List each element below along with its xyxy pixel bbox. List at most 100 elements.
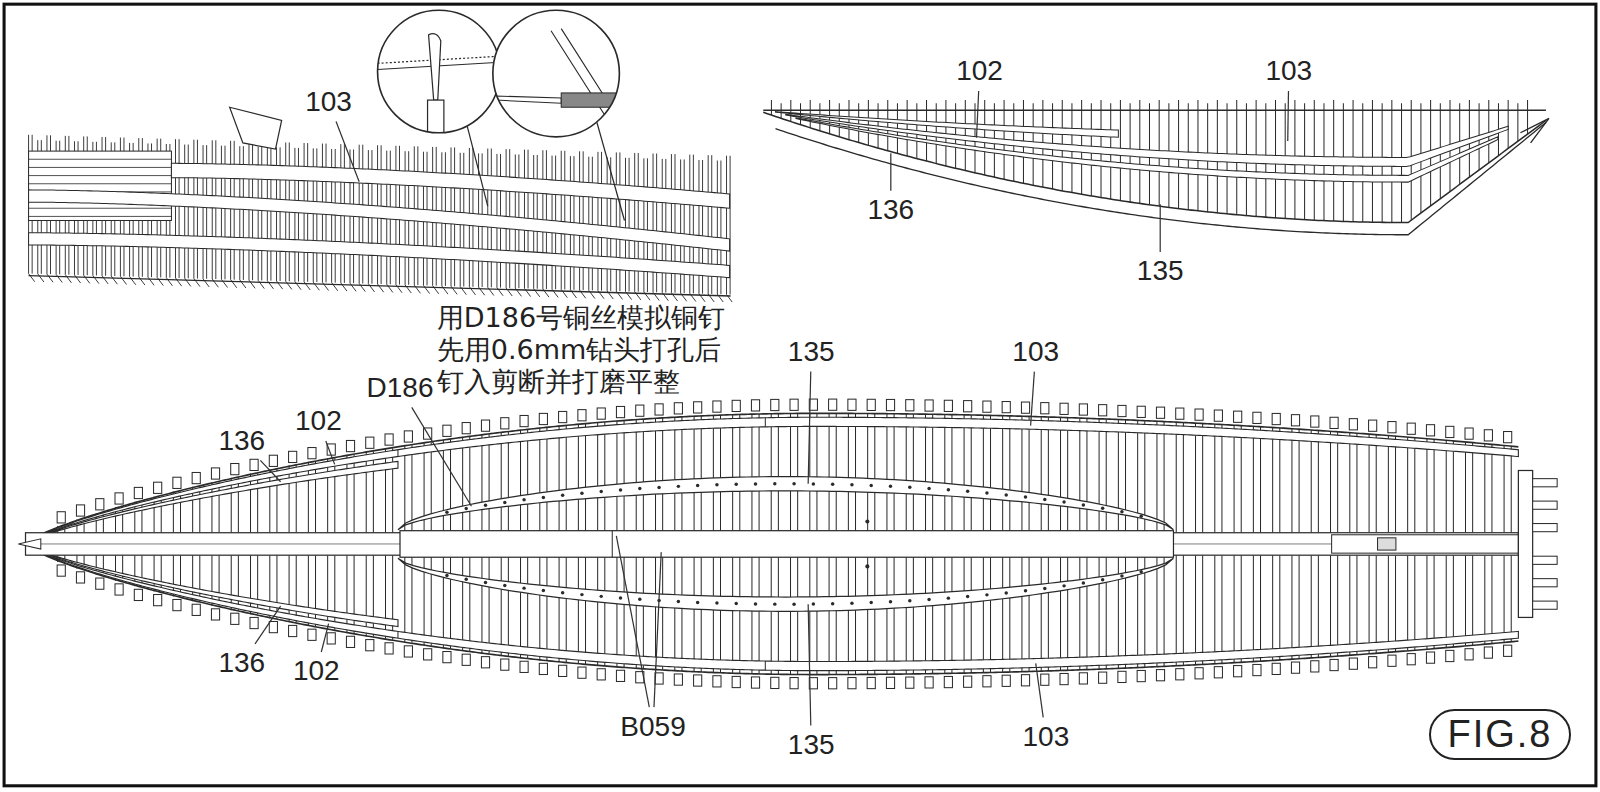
frame-head: [636, 405, 644, 416]
frame-line: [816, 555, 817, 674]
frame-line: [874, 414, 875, 533]
frame-line: [643, 419, 644, 532]
frame-line: [1446, 441, 1447, 533]
frame-line: [315, 555, 316, 626]
frame-line: [354, 455, 355, 533]
plank-line: [29, 208, 172, 209]
frame-head: [404, 431, 412, 442]
frame-line: [122, 555, 123, 581]
frame-line: [1511, 446, 1512, 533]
band-joint: [397, 450, 398, 457]
detail-cutter: [493, 10, 633, 143]
frame-head: [269, 455, 277, 466]
stem: [1520, 118, 1549, 142]
side-strake: [796, 118, 1498, 182]
frame-head: [250, 459, 258, 470]
frame-head: [597, 669, 605, 680]
frame-line: [1214, 424, 1215, 532]
frame-foot: [212, 279, 218, 287]
frame-head: [867, 399, 875, 410]
callout-number: 136: [865, 195, 916, 226]
frame-line: [1164, 421, 1165, 532]
frame-foot: [84, 275, 90, 283]
copper-nail: [792, 602, 795, 605]
frame-head: [1446, 426, 1454, 437]
frame-line: [1453, 555, 1454, 647]
copper-nail: [677, 600, 680, 603]
figure-label-box: FIG.8: [1429, 709, 1572, 760]
frame-line: [450, 439, 451, 532]
transom-timber: [1533, 524, 1557, 532]
copper-nail: [522, 498, 525, 501]
frame-line: [867, 555, 868, 674]
frame-head: [1214, 410, 1222, 421]
frame-line: [829, 555, 830, 674]
frame-line: [1311, 555, 1312, 658]
frame-line: [1395, 436, 1396, 533]
frame-head: [115, 493, 123, 504]
copper-nail: [464, 578, 467, 581]
frame-line: [450, 555, 451, 648]
frame-line: [1446, 555, 1447, 647]
frame-head: [694, 402, 702, 413]
frame-head: [578, 410, 586, 421]
frame-line: [559, 555, 560, 662]
frame-head: [1484, 430, 1492, 441]
frame-head: [96, 499, 104, 510]
frame-line: [327, 555, 328, 630]
frame-line: [681, 555, 682, 671]
leader-line: [255, 606, 281, 644]
frame-line: [1086, 555, 1087, 670]
frame-head: [481, 657, 489, 668]
copper-nail: [985, 593, 988, 596]
frame-line: [1086, 418, 1087, 533]
frame-line: [1356, 433, 1357, 533]
frame-foot: [111, 276, 117, 284]
frame-line: [1465, 555, 1466, 645]
frame-head: [1214, 667, 1222, 678]
frame-line: [1272, 428, 1273, 533]
frame-line: [720, 415, 721, 532]
clamp-band: [36, 417, 1519, 537]
frame-line: [1106, 555, 1107, 669]
frame-line: [161, 555, 162, 591]
frame-line: [913, 555, 914, 674]
frame-line: [334, 555, 335, 630]
frame-line: [520, 555, 521, 658]
frame-line: [141, 555, 142, 586]
frame-line: [561, 151, 562, 290]
frame-line: [894, 555, 895, 674]
copper-nail: [1101, 506, 1104, 509]
copper-nail: [1043, 587, 1046, 590]
frame-line: [1029, 555, 1030, 671]
frame-head: [1504, 645, 1512, 656]
frame-line: [925, 414, 926, 533]
stringer-band: [41, 461, 398, 536]
frame-line: [392, 555, 393, 640]
copper-nail: [908, 486, 911, 489]
frame-head: [1330, 417, 1338, 428]
frame-head: [96, 578, 104, 589]
copper-nail: [484, 581, 487, 584]
leader-line: [321, 624, 328, 652]
frame-line: [829, 413, 830, 532]
callout-number: 103: [1010, 337, 1061, 368]
frame-line: [308, 555, 309, 626]
side-strake: [786, 114, 1508, 166]
copper-nail: [734, 602, 737, 605]
callout-number: 103: [1263, 56, 1314, 87]
frame-line: [404, 445, 405, 533]
frame-line: [1009, 416, 1010, 533]
frame-head: [964, 401, 972, 412]
callout-number: 103: [303, 87, 354, 118]
frame-head: [655, 673, 663, 684]
frame-line: [1337, 555, 1338, 656]
band-joint: [765, 661, 766, 670]
copper-nail: [850, 601, 853, 604]
frame-line: [1079, 555, 1080, 670]
frame-line: [887, 100, 888, 151]
frame-foot: [102, 276, 108, 284]
frame-line: [964, 555, 965, 673]
copper-nail: [812, 482, 815, 485]
frame-line: [1369, 434, 1370, 532]
